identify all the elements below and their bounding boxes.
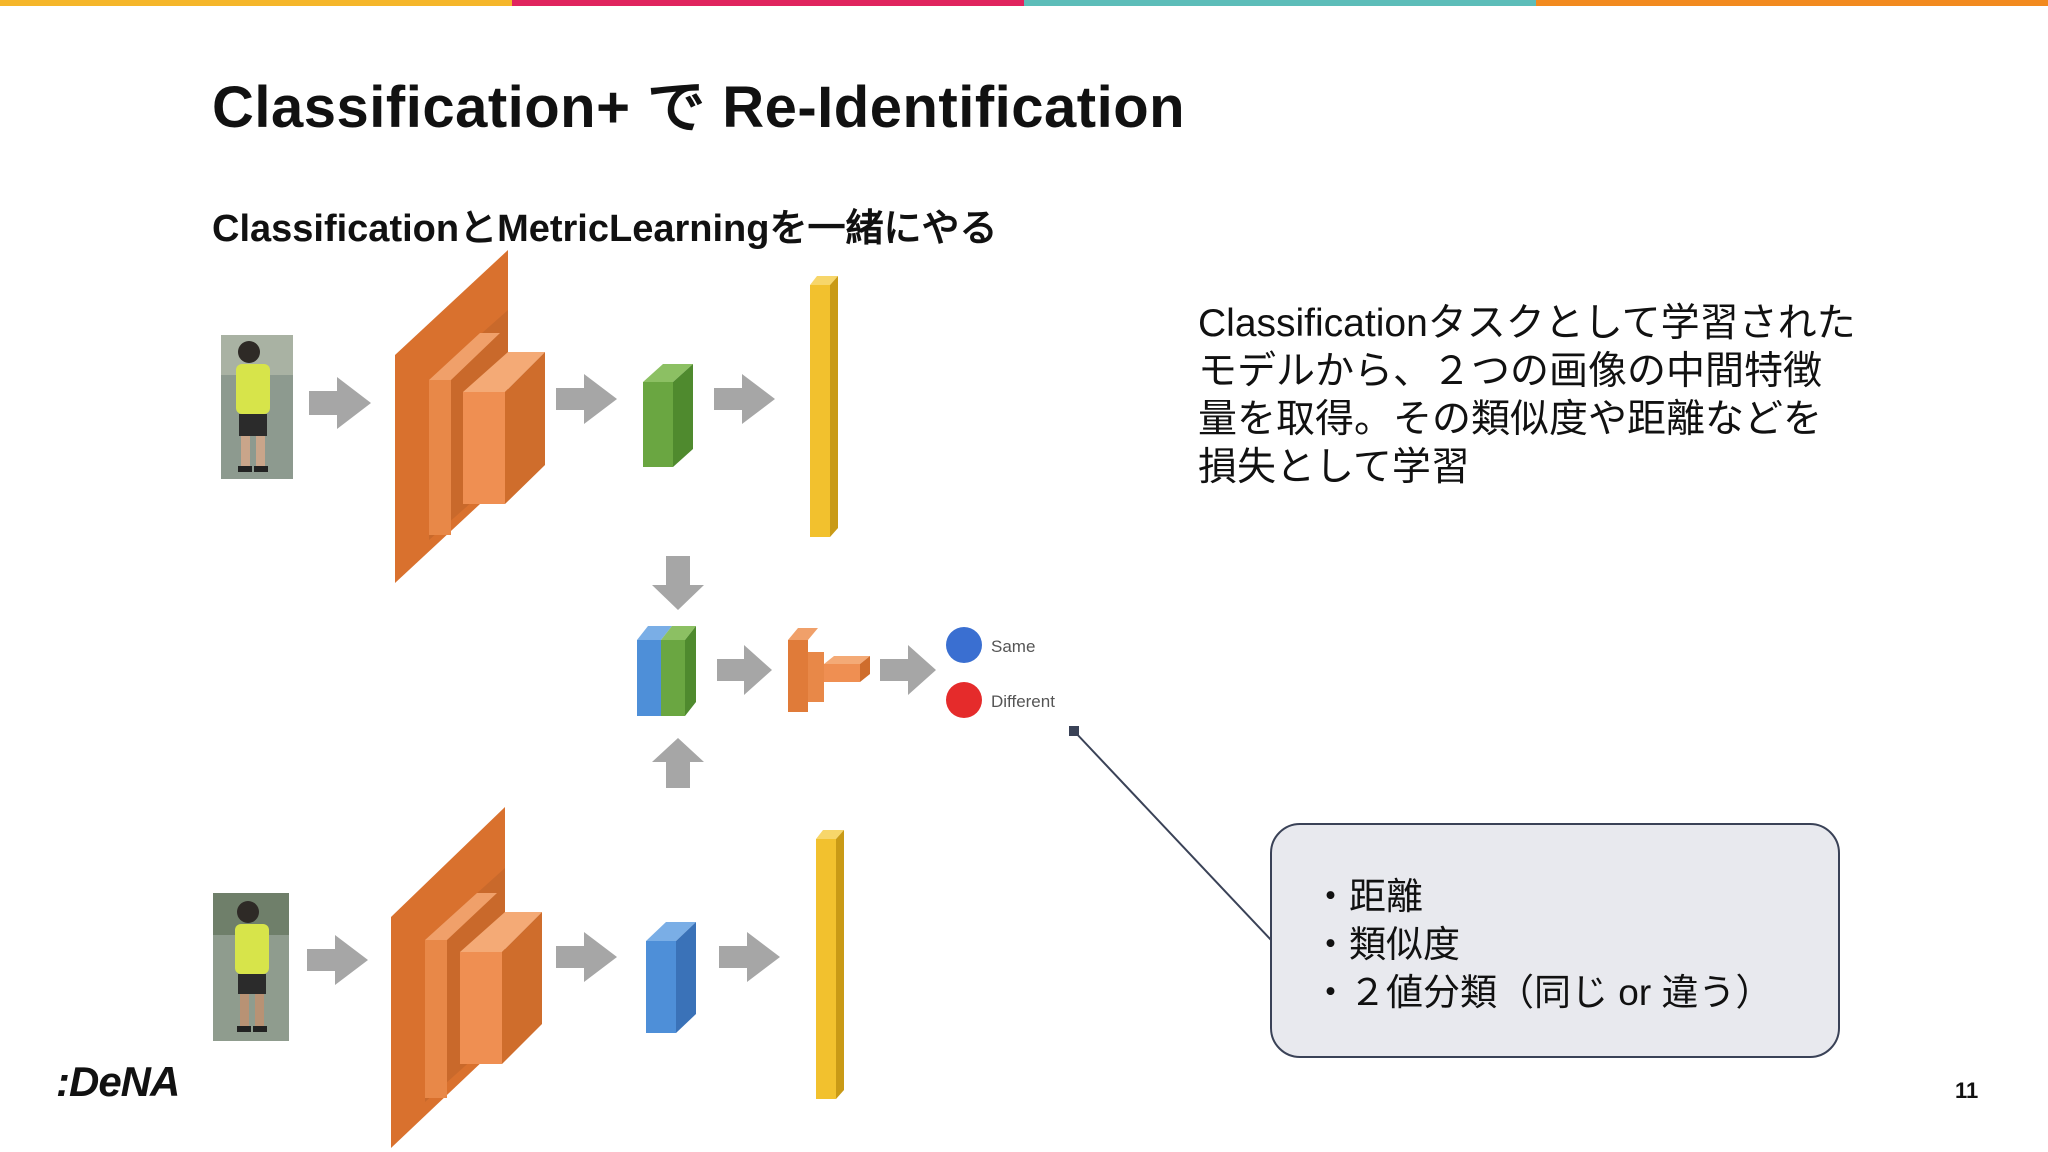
different-label: Different <box>991 692 1055 711</box>
arrow-icon <box>719 932 780 982</box>
arrow-icon <box>717 645 772 695</box>
slide-title: Classification+ で Re-Identification <box>212 75 1186 140</box>
feature-block-blue-bottom <box>646 922 696 1033</box>
arrow-icon <box>556 374 617 424</box>
callout-connector-line <box>1073 730 1272 941</box>
arrow-icon <box>652 738 704 788</box>
description-text: Classificationタスクとして学習されたモデルから、２つの画像の中間特… <box>1198 302 1856 489</box>
embedding-bar-top <box>810 276 838 537</box>
same-label: Same <box>991 637 1035 656</box>
arrow-icon <box>652 556 704 610</box>
person-photo-top <box>221 335 293 479</box>
arrow-icon <box>714 374 775 424</box>
arrow-icon <box>880 645 936 695</box>
callout-box: 距離 類似度 ２値分類（同じ or 違う） <box>1270 823 1840 1058</box>
callout-item-binary-classification: ２値分類（同じ or 違う） <box>1312 969 1838 1017</box>
arrow-icon <box>556 932 617 982</box>
similarity-block <box>788 628 870 712</box>
dena-logo: :DeNA <box>56 1058 180 1105</box>
conv-block-bottom <box>391 807 542 1148</box>
feature-block-green-top <box>643 364 693 467</box>
slide-subtitle: ClassificationとMetricLearningを一緒にやる <box>212 208 998 250</box>
different-dot <box>946 682 982 718</box>
top-bar-segment-pink <box>512 0 1024 6</box>
same-dot <box>946 627 982 663</box>
top-bar-segment-teal <box>1024 0 1536 6</box>
conv-block-top <box>395 250 545 583</box>
top-bar-segment-orange <box>1536 0 2048 6</box>
feature-pair-block <box>637 626 696 716</box>
page-number: 11 <box>1955 1078 1979 1103</box>
embedding-bar-bottom <box>816 830 844 1099</box>
callout-item-distance: 距離 <box>1312 873 1838 921</box>
arrow-icon <box>307 935 368 985</box>
top-color-bar <box>0 0 2048 6</box>
callout-item-similarity: 類似度 <box>1312 921 1838 969</box>
person-photo-bottom <box>213 893 289 1041</box>
top-bar-segment-yellow <box>0 0 512 6</box>
callout-list: 距離 類似度 ２値分類（同じ or 違う） <box>1312 873 1838 1017</box>
arrow-icon <box>309 377 371 429</box>
